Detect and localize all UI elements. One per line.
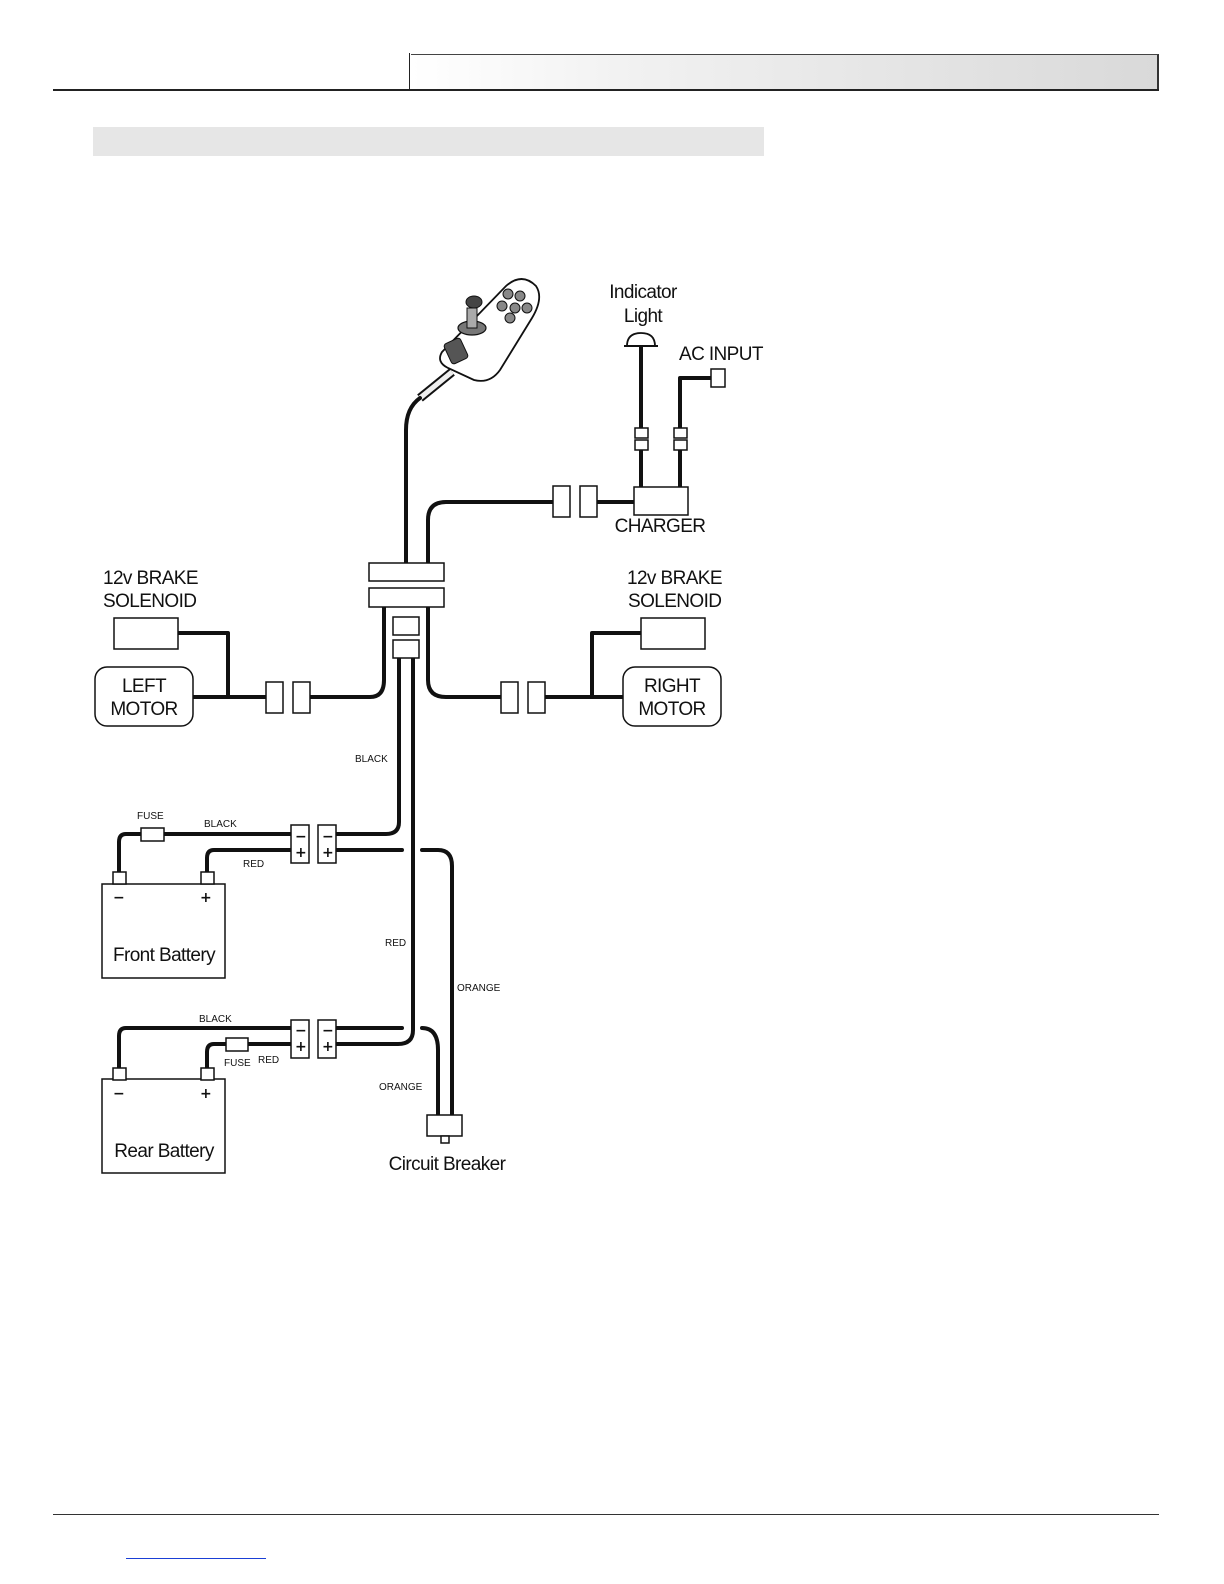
wire-label-black-rear: BLACK <box>199 1014 232 1025</box>
right-motor-label-1: RIGHT <box>644 676 701 697</box>
footer-rule <box>53 1514 1159 1515</box>
front-battery-label: Front Battery <box>113 945 216 966</box>
front-conn-a-plus: + <box>295 845 307 861</box>
charger-connector-female <box>580 486 597 517</box>
rear-conn-a-plus: + <box>295 1039 307 1055</box>
charger-connector-male <box>553 486 570 517</box>
wires <box>119 346 712 1115</box>
rear-conn-b-plus: + <box>322 1039 334 1055</box>
circuit-breaker <box>427 1115 462 1143</box>
right-brake-label-1: 12v BRAKE <box>627 568 722 589</box>
right-brake-label-2: SOLENOID <box>628 591 721 612</box>
ac-input-label: AC INPUT <box>679 344 764 365</box>
wire-label-red-main: RED <box>385 938 406 949</box>
left-brake-label-2: SOLENOID <box>103 591 196 612</box>
wire-label-black-front: BLACK <box>204 819 237 830</box>
wire-label-orange-breaker: ORANGE <box>379 1082 423 1093</box>
rear-conn-a-minus: − <box>295 1023 307 1039</box>
wire-label-orange-main: ORANGE <box>457 983 501 994</box>
rear-fuse <box>226 1038 248 1051</box>
circuit-breaker-label: Circuit Breaker <box>389 1154 507 1175</box>
front-conn-b-minus: − <box>322 829 334 845</box>
indicator-light-label-1: Indicator <box>609 282 678 303</box>
right-motor-connector-female <box>528 682 545 713</box>
left-motor-connector-female <box>293 682 310 713</box>
indicator-lamp-icon <box>627 333 655 346</box>
front-conn-b-plus: + <box>322 845 334 861</box>
battery-harness-connector-upper <box>393 617 419 635</box>
wire-label-black-main: BLACK <box>355 754 388 765</box>
wire-label-red-rear: RED <box>258 1055 279 1066</box>
left-motor-label-1: LEFT <box>122 676 167 697</box>
charger-box <box>634 487 688 515</box>
right-motor-label-2: MOTOR <box>638 699 705 720</box>
battery-harness-connector-lower <box>393 640 419 658</box>
indicator-light-label-2: Light <box>624 306 664 327</box>
ac-connector-lower <box>674 440 687 450</box>
left-brake-solenoid <box>114 618 178 649</box>
rear-battery-label: Rear Battery <box>114 1141 215 1162</box>
footer-link-underline[interactable] <box>126 1558 266 1559</box>
harness-connector-lower <box>369 588 444 607</box>
left-brake-label-1: 12v BRAKE <box>103 568 198 589</box>
indicator-connector-upper <box>635 428 648 438</box>
joystick-controller-icon <box>420 279 539 398</box>
rear-conn-b-minus: − <box>322 1023 334 1039</box>
left-motor-connector-male <box>266 682 283 713</box>
front-battery-plus-sign: + <box>200 890 212 906</box>
wire-label-red-front: RED <box>243 859 264 870</box>
left-motor-label-2: MOTOR <box>110 699 177 720</box>
rear-battery-plus-sign: + <box>200 1086 212 1102</box>
wire-label-fuse-front: FUSE <box>137 811 164 822</box>
charger-label: CHARGER <box>615 516 706 537</box>
wire-label-fuse-rear: FUSE <box>224 1058 251 1069</box>
front-battery-minus-sign: − <box>113 890 125 906</box>
indicator-connector-lower <box>635 440 648 450</box>
right-brake-solenoid <box>641 618 705 649</box>
rear-battery-minus-sign: − <box>113 1086 125 1102</box>
right-motor-connector-male <box>501 682 518 713</box>
ac-input-plug <box>711 369 725 387</box>
front-fuse <box>141 828 164 841</box>
front-conn-a-minus: − <box>295 829 307 845</box>
ac-connector-upper <box>674 428 687 438</box>
harness-connector-upper <box>369 563 444 581</box>
